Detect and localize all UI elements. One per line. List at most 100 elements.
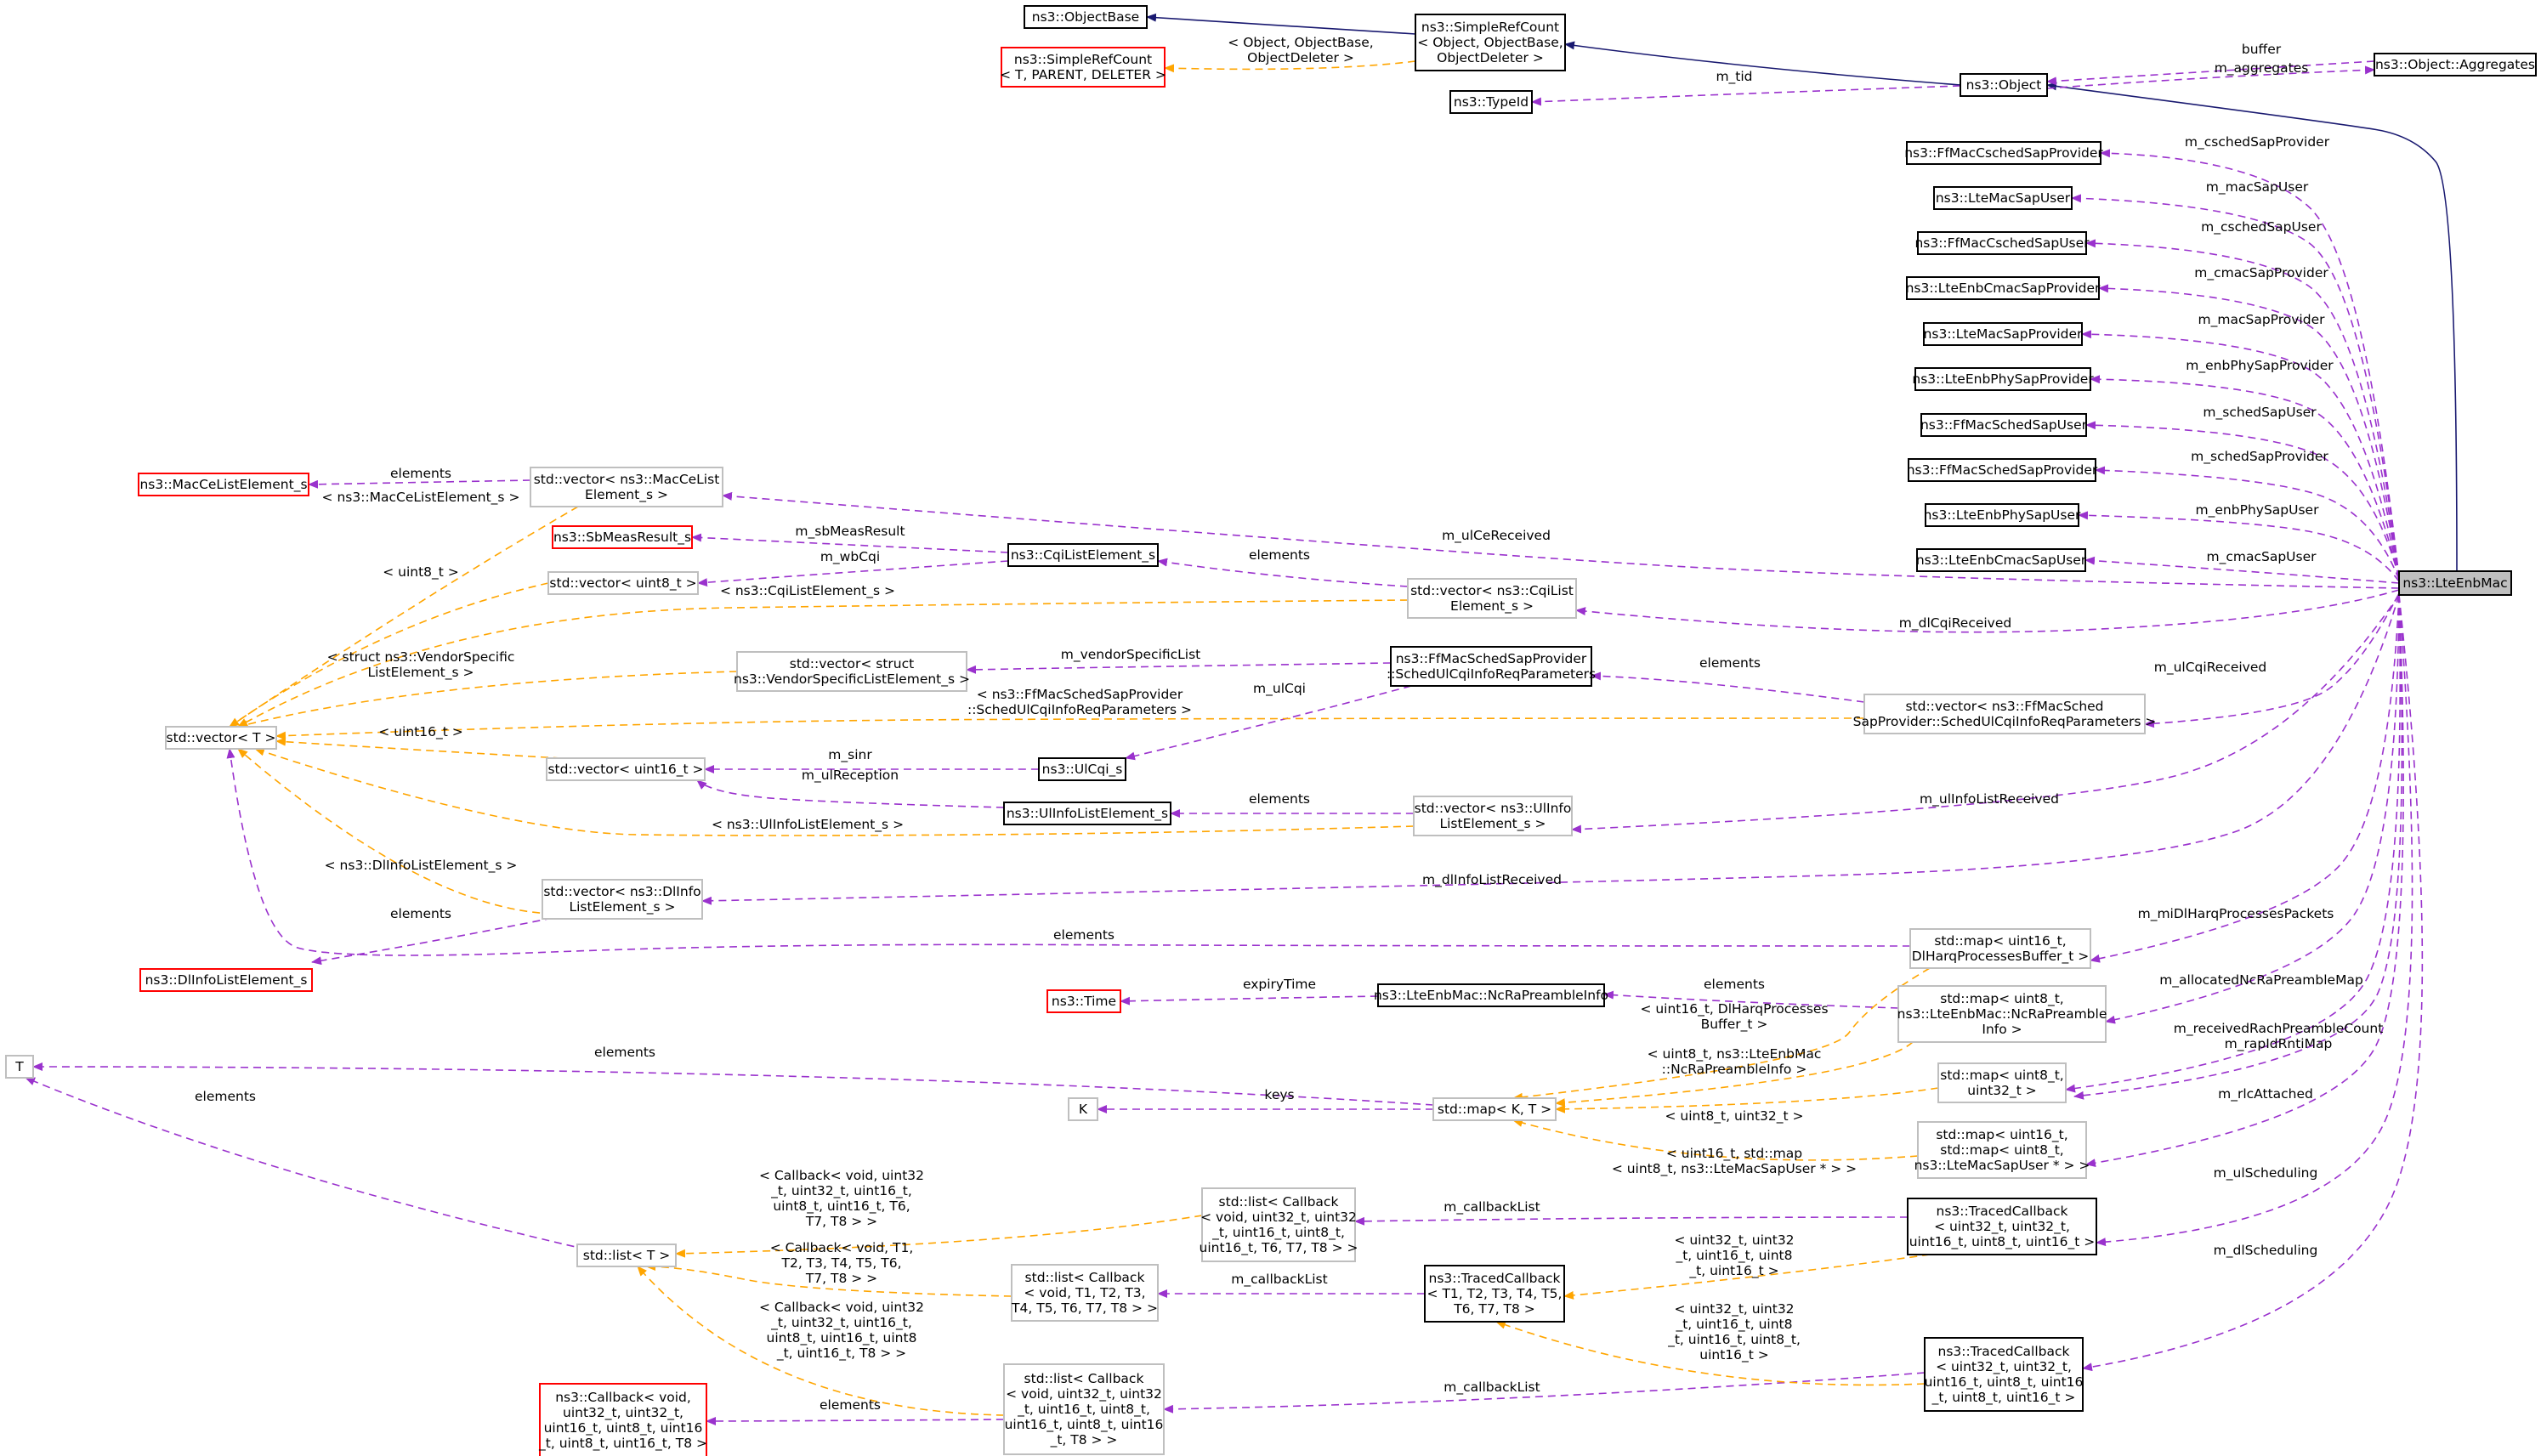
edge-vector_dlinfo-to-vector_T bbox=[237, 748, 553, 915]
edge-label-keys: keys bbox=[1264, 1087, 1294, 1102]
node-box bbox=[1897, 985, 2107, 1043]
edge-label-tmpl-traced8: < uint32_t, uint32_t, uint16_t, uint8_t,… bbox=[1667, 1301, 1801, 1363]
class-node-objectbase[interactable]: ns3::ObjectBase bbox=[1024, 5, 1148, 29]
class-node-ltemacsapprovider[interactable]: ns3::LteMacSapProvider bbox=[1923, 322, 2083, 346]
node-box bbox=[547, 571, 699, 595]
edge-label-m-vendorSpecificList: m_vendorSpecificList bbox=[1061, 647, 1201, 663]
edge-label-m-cschedSapProvider: m_cschedSapProvider bbox=[2185, 134, 2330, 150]
class-node-vector-uint16: std::vector< uint16_t > bbox=[546, 757, 706, 781]
edge-label-m-ulCqi: m_ulCqi bbox=[1253, 681, 1306, 697]
class-node-traced8[interactable]: ns3::TracedCallback< uint32_t, uint32_t,… bbox=[1924, 1337, 2084, 1412]
edge-schedulcqi-to-vector_vendor bbox=[966, 662, 1392, 674]
edge-line bbox=[32, 1062, 1434, 1106]
class-node-aggregates[interactable]: ns3::Object::Aggregates bbox=[2374, 53, 2537, 76]
edge-label-m-tid: m_tid bbox=[1716, 69, 1752, 85]
node-label: ns3::UlCqi_s bbox=[1042, 762, 1123, 778]
edge-list_cb7-to-list_T bbox=[675, 1215, 1203, 1258]
node-box bbox=[2374, 53, 2537, 76]
class-node-cqilistelement[interactable]: ns3::CqiListElement_s bbox=[1007, 543, 1159, 567]
class-node-lteenbcmacsapprovider[interactable]: ns3::LteEnbCmacSapProvider bbox=[1906, 276, 2101, 300]
edge-line bbox=[1591, 671, 1865, 703]
class-node-ffmacschedsapprovider[interactable]: ns3::FfMacSchedSapProvider bbox=[1907, 458, 2098, 482]
class-node-ulinfo-element[interactable]: ns3::UlInfoListElement_s bbox=[1003, 802, 1171, 825]
node-label: ns3::UlInfoListElement_s bbox=[1007, 806, 1168, 822]
edge-line bbox=[701, 594, 2400, 905]
node-box bbox=[5, 1055, 34, 1079]
node-box bbox=[1038, 757, 1126, 781]
class-node-list-T: std::list< T > bbox=[576, 1244, 677, 1267]
node-box bbox=[1449, 90, 1533, 114]
node-box bbox=[1003, 1363, 1165, 1455]
edge-vector_vendor-to-vector_T bbox=[237, 671, 738, 729]
edge-lteenbmac-to-map_uint8_uint32 bbox=[2065, 594, 2401, 1093]
edge-label-buffer: buffer bbox=[2242, 42, 2282, 57]
edge-label-elements: elements bbox=[195, 1089, 256, 1104]
edge-label-m-rapIdRntiMap: m_rapIdRntiMap bbox=[2225, 1036, 2333, 1052]
node-box bbox=[1909, 928, 2091, 969]
edge-traced7-to-list_cb7 bbox=[1354, 1216, 1909, 1226]
node-label: ns3::LteEnbMac bbox=[2402, 575, 2507, 591]
edge-label-tmpl-nested: < uint16_t, std::map< uint8_t, ns3::LteM… bbox=[1612, 1146, 1857, 1177]
edge-label-m-sbMeasResult: m_sbMeasResult bbox=[795, 524, 905, 540]
edge-label-m-dlInfoListReceived: m_dlInfoListReceived bbox=[1422, 872, 1562, 888]
class-node-dlinfo-element: ns3::DlInfoListElement_s bbox=[139, 968, 313, 992]
node-box bbox=[1933, 186, 2073, 210]
class-node-lteenbphysapuser[interactable]: ns3::LteEnbPhySapUser bbox=[1924, 503, 2081, 527]
edge-line bbox=[1163, 1372, 1926, 1414]
edge-line bbox=[237, 671, 738, 729]
edge-line bbox=[2105, 594, 2400, 1024]
edge-line bbox=[2082, 594, 2424, 1372]
node-box bbox=[1916, 548, 2086, 572]
edge-vector_uint16-to-vector_T bbox=[275, 737, 562, 759]
edge-line bbox=[1563, 1254, 1931, 1300]
class-node-ncra[interactable]: ns3::LteEnbMac::NcRaPreambleInfo bbox=[1374, 983, 1608, 1007]
class-node-simplerefcount[interactable]: ns3::SimpleRefCount< Object, ObjectBase,… bbox=[1415, 14, 1566, 71]
edge-label-tmpl-objdeleter: < Object, ObjectBase,ObjectDeleter > bbox=[1228, 35, 1373, 65]
edge-label-elements: elements bbox=[1249, 547, 1310, 563]
edge-line bbox=[1555, 1041, 1914, 1108]
node-box bbox=[1003, 802, 1171, 825]
class-node-lteenbphysapprovider[interactable]: ns3::LteEnbPhySapProvider bbox=[1912, 367, 2094, 391]
class-node-ltemacsapuser[interactable]: ns3::LteMacSapUser bbox=[1933, 186, 2073, 210]
node-label: ns3::Callback< void,uint32_t, uint32_t,u… bbox=[538, 1390, 707, 1452]
node-box bbox=[1925, 503, 2079, 527]
node-box bbox=[1924, 1337, 2084, 1412]
class-node-map-nested: std::map< uint16_t,std::map< uint8_t,ns3… bbox=[1914, 1121, 2090, 1179]
class-node-lteenbmac[interactable]: ns3::LteEnbMac bbox=[2398, 570, 2512, 596]
node-box bbox=[1201, 1187, 1356, 1262]
node-label: ns3::LteEnbMac::NcRaPreambleInfo bbox=[1374, 988, 1608, 1003]
edge-vector_cqi-to-vector_T bbox=[237, 599, 1409, 728]
class-node-typeid[interactable]: ns3::TypeId bbox=[1449, 90, 1533, 114]
class-node-object[interactable]: ns3::Object bbox=[1960, 73, 2048, 97]
edge-lteenbmac-to-traced8 bbox=[2082, 594, 2424, 1372]
node-label: ns3::Object::Aggregates bbox=[2375, 57, 2535, 72]
class-node-ffmaccschedsapuser[interactable]: ns3::FfMacCschedSapUser bbox=[1914, 231, 2090, 255]
edge-line bbox=[1120, 995, 1379, 1006]
node-label: ns3::TracedCallback< T1, T2, T3, T4, T5,… bbox=[1427, 1271, 1563, 1317]
class-node-ffmaccschedsapprovider[interactable]: ns3::FfMacCschedSapProvider bbox=[1904, 141, 2103, 165]
node-label: K bbox=[1079, 1102, 1088, 1117]
edge-lteenbmac-to-traced7 bbox=[2096, 594, 2413, 1247]
edge-traced8-to-tracedT bbox=[1495, 1320, 1926, 1386]
edge-cqilistelement-to-sbmeasresult bbox=[691, 533, 1009, 553]
edge-simplerefcount-to-objectbase bbox=[1146, 13, 1416, 35]
node-box bbox=[539, 1383, 707, 1456]
node-label: ns3::ObjectBase bbox=[1032, 9, 1139, 25]
edge-line bbox=[1512, 1119, 1919, 1161]
edge-line bbox=[1603, 990, 1899, 1009]
class-node-traced7[interactable]: ns3::TracedCallback< uint32_t, uint32_t,… bbox=[1907, 1198, 2097, 1255]
node-label: ns3::FfMacCschedSapUser bbox=[1914, 235, 2090, 251]
class-node-tracedT[interactable]: ns3::TracedCallback< T1, T2, T3, T4, T5,… bbox=[1424, 1265, 1565, 1323]
class-node-ulcqi[interactable]: ns3::UlCqi_s bbox=[1038, 757, 1126, 781]
class-node-list-cbT: std::list< Callback< void, T1, T2, T3,T4… bbox=[1011, 1264, 1159, 1322]
class-node-lteenbcmacsapuser[interactable]: ns3::LteEnbCmacSapUser bbox=[1916, 548, 2087, 572]
edge-line bbox=[1495, 1320, 1926, 1386]
node-label: ns3::Time bbox=[1052, 994, 1116, 1009]
class-node-schedulcqi[interactable]: ns3::FfMacSchedSapProvider::SchedUlCqiIn… bbox=[1387, 646, 1596, 687]
class-node-ffmacschedsapuser[interactable]: ns3::FfMacSchedSapUser bbox=[1920, 413, 2088, 437]
class-node-T: T bbox=[5, 1055, 34, 1079]
edge-list_cbT-to-list_T bbox=[645, 1262, 1012, 1297]
edge-label-m-ulCqiReceived: m_ulCqiReceived bbox=[2154, 660, 2266, 676]
